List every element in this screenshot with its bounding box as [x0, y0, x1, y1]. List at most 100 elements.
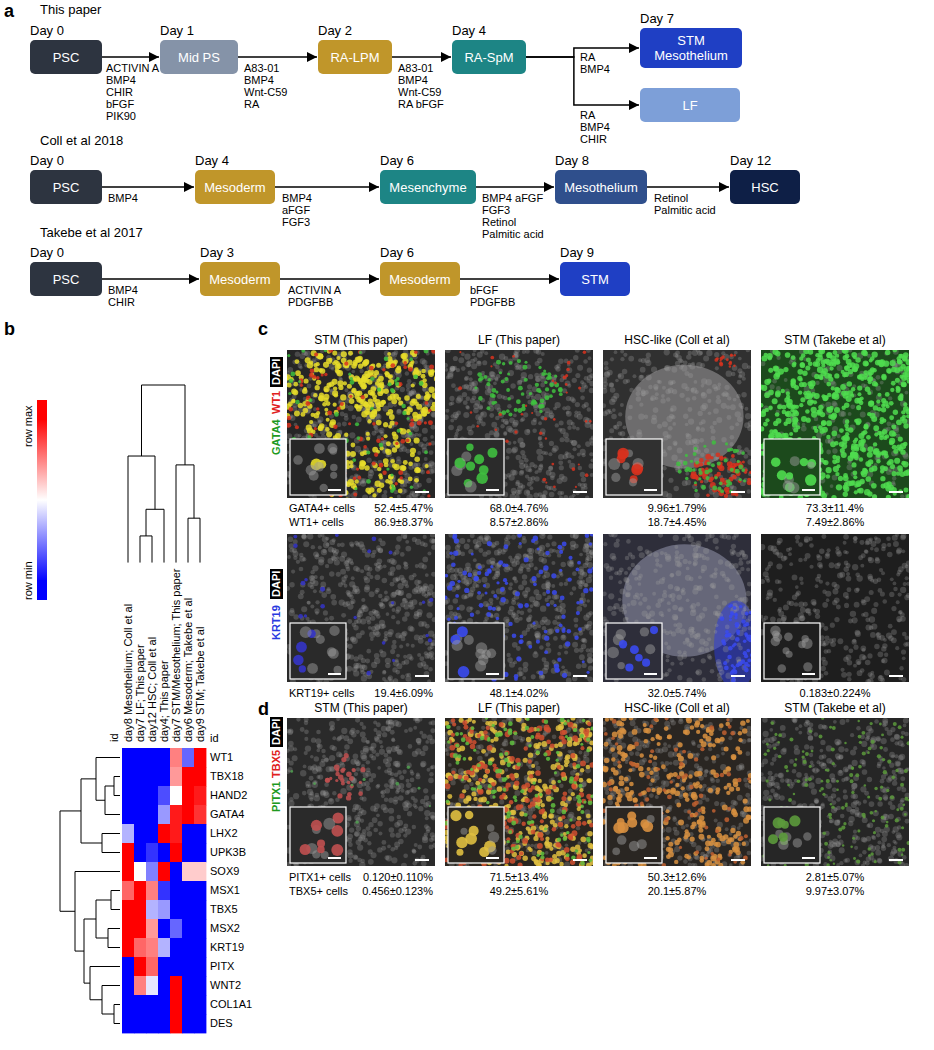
- stained-cell: [384, 462, 389, 467]
- dendrogram-branch: [81, 843, 102, 844]
- nucleus: [672, 422, 676, 426]
- nucleus: [530, 486, 534, 490]
- stained-cell: [508, 412, 512, 416]
- heatmap-cell: [146, 919, 158, 938]
- nucleus: [712, 421, 717, 426]
- stained-cell: [343, 362, 349, 368]
- nucleus: [692, 396, 697, 401]
- nucleus: [352, 415, 356, 419]
- inset-cell: [330, 472, 337, 479]
- nucleus: [519, 463, 525, 469]
- nucleus: [472, 380, 478, 386]
- stained-cell: [293, 382, 298, 387]
- stained-cell: [358, 364, 363, 369]
- heatmap-cell: [194, 995, 206, 1014]
- stained-cell: [349, 464, 353, 468]
- stained-cell: [567, 361, 571, 365]
- nucleus: [376, 364, 380, 368]
- heatmap-cell: [182, 767, 194, 786]
- nucleus: [589, 381, 593, 387]
- nucleus: [299, 366, 303, 370]
- heatmap-cell: [194, 1014, 206, 1033]
- stained-cell: [428, 387, 434, 393]
- nucleus: [469, 377, 473, 381]
- heatmap-cell: [158, 957, 170, 976]
- nucleus: [422, 360, 428, 366]
- stained-cell: [340, 394, 346, 400]
- stained-cell: [549, 382, 554, 387]
- dendrogram-branch: [176, 465, 177, 563]
- nucleus: [558, 460, 563, 465]
- heatmap-cell: [170, 843, 182, 862]
- nucleus: [362, 495, 368, 498]
- nucleus: [519, 470, 524, 475]
- stained-cell: [395, 482, 398, 485]
- stained-cell: [314, 427, 317, 430]
- nucleus: [489, 413, 494, 418]
- stained-cell: [355, 356, 361, 362]
- stained-cell: [317, 354, 323, 360]
- heatmap-cell: [194, 767, 206, 786]
- stained-cell: [395, 422, 399, 426]
- nucleus: [577, 444, 581, 448]
- nucleus: [738, 357, 742, 361]
- stained-cell: [386, 364, 391, 369]
- nucleus: [498, 369, 503, 374]
- stained-cell: [350, 377, 354, 381]
- nucleus: [465, 405, 469, 409]
- stained-cell: [538, 404, 543, 409]
- stained-cell: [326, 431, 332, 437]
- stained-cell: [486, 382, 490, 386]
- nucleus: [527, 384, 532, 389]
- heatmap-cell: [134, 976, 146, 995]
- stained-cell: [402, 358, 408, 364]
- nucleus: [508, 474, 514, 480]
- nucleus: [575, 402, 580, 407]
- nucleus: [382, 494, 388, 498]
- nucleus: [729, 425, 734, 430]
- stained-cell: [393, 434, 399, 440]
- stained-cell: [370, 407, 374, 411]
- stained-cell: [387, 375, 391, 379]
- stained-cell: [366, 450, 370, 454]
- nucleus: [577, 365, 583, 371]
- stained-cell: [534, 401, 537, 404]
- stained-cell: [544, 395, 549, 400]
- nucleus: [530, 480, 534, 484]
- stained-cell: [553, 418, 556, 421]
- stained-cell: [303, 378, 308, 383]
- stained-cell: [408, 367, 413, 372]
- nucleus: [456, 368, 460, 372]
- heatmap-cell: [158, 767, 170, 786]
- nucleus: [651, 367, 657, 373]
- nucleus: [557, 478, 563, 484]
- dendrogram-branch: [114, 795, 120, 796]
- nucleus: [537, 388, 541, 392]
- stained-cell: [389, 414, 395, 420]
- stained-cell: [424, 350, 429, 353]
- nucleus: [541, 352, 545, 356]
- stained-cell: [524, 378, 528, 382]
- inset-cell: [314, 443, 325, 454]
- stained-cell: [363, 402, 369, 408]
- heatmap-cell: [182, 919, 194, 938]
- stained-cell: [372, 493, 376, 497]
- nucleus: [449, 368, 454, 373]
- stained-cell: [316, 362, 320, 366]
- nucleus: [508, 370, 514, 376]
- stained-cell: [387, 382, 391, 386]
- nucleus: [423, 437, 428, 442]
- nucleus: [713, 408, 719, 414]
- stained-cell: [316, 380, 321, 385]
- stained-cell: [401, 404, 405, 408]
- stained-cell: [470, 411, 473, 414]
- heatmap-cell: [122, 1014, 134, 1033]
- stained-cell: [356, 467, 359, 470]
- stained-cell: [374, 370, 379, 375]
- nucleus: [295, 352, 300, 357]
- heatmap-cell: [146, 995, 158, 1014]
- nucleus: [556, 363, 561, 368]
- nucleus: [467, 426, 473, 432]
- nucleus: [466, 396, 471, 401]
- stained-cell: [324, 398, 329, 403]
